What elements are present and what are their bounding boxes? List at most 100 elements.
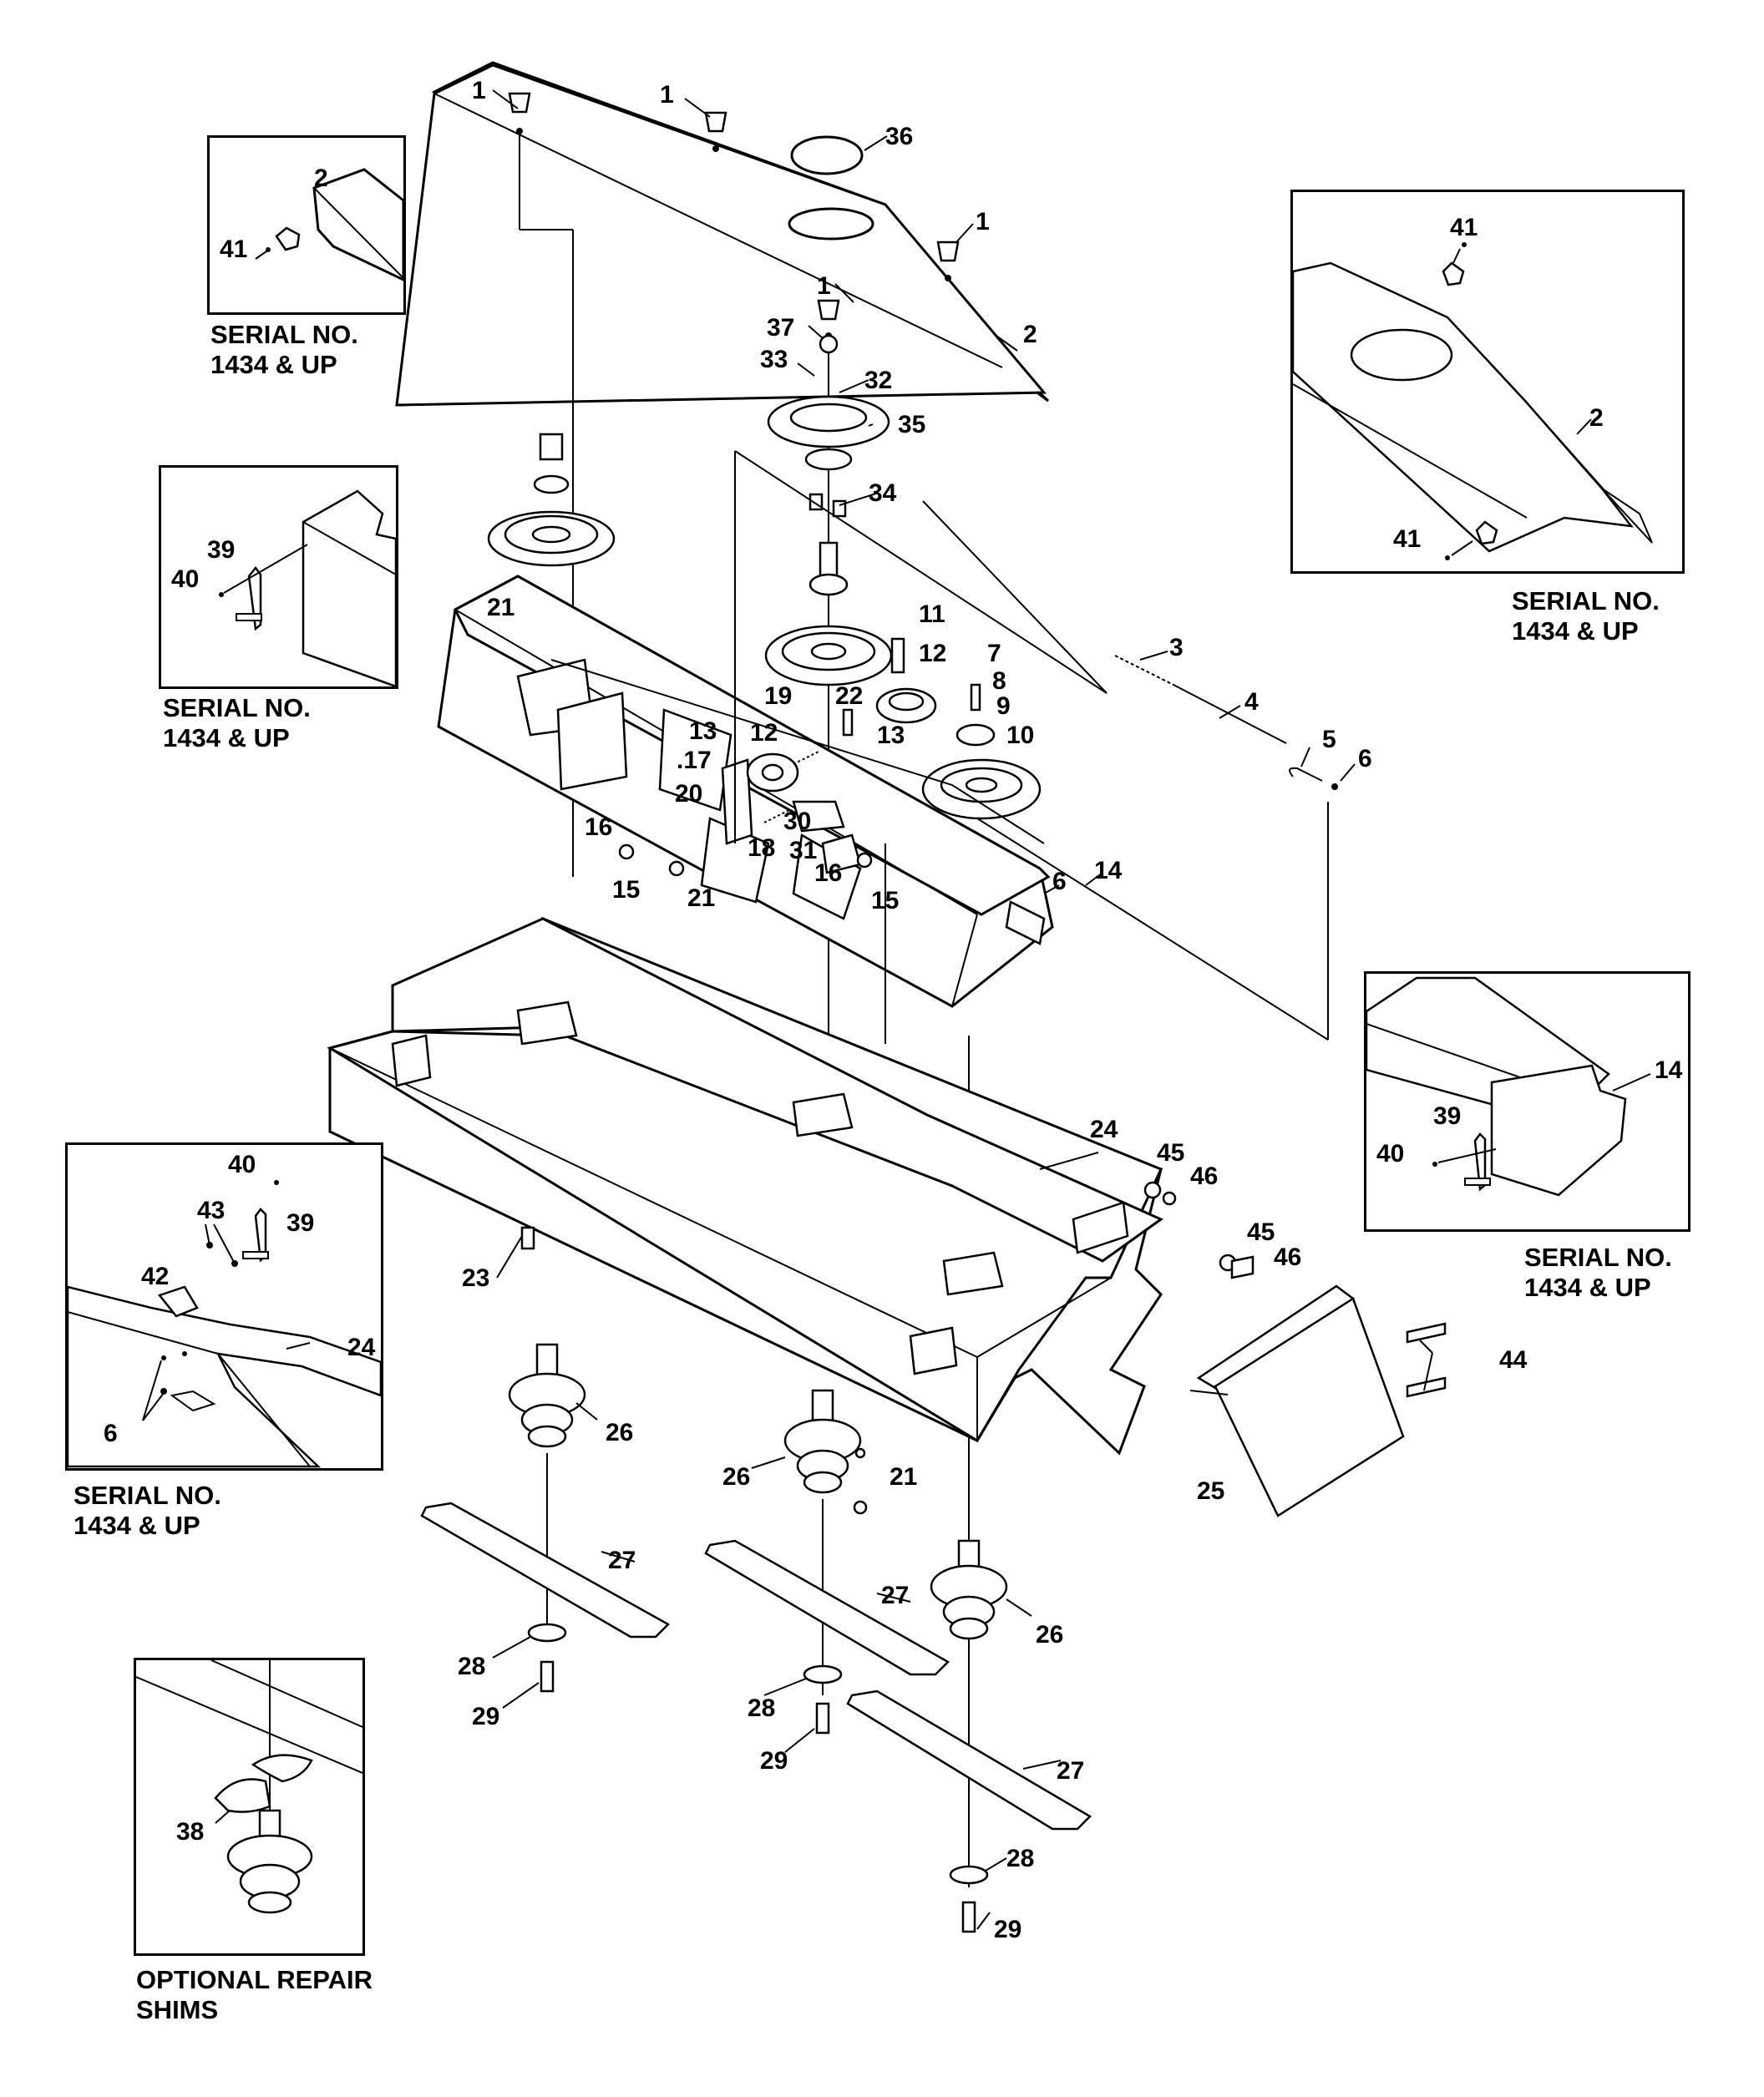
inset-drawing: 2 41 [220,165,405,282]
callout-11: 11 [919,600,945,628]
caption-shims-2: SHIMS [136,1995,219,2024]
callout-5: 5 [1322,726,1336,753]
inset-caption: SERIAL NO. 1434 & UP [1524,1243,1672,1303]
callout-19: 19 [764,682,792,710]
inset-repair-shims: 38 [134,1658,365,1956]
callout-26: 26 [722,1463,750,1491]
callout-22: 22 [835,682,863,710]
spring-and-rod [1114,655,1338,790]
callout-16: 16 [585,813,612,841]
callout-17: .17 [677,747,712,774]
inset-caption: SERIAL NO. 1434 & UP [74,1481,221,1541]
callout-39: 39 [286,1209,314,1237]
callout-44: 44 [1499,1346,1528,1374]
callout-27: 27 [881,1582,909,1609]
inset-drawing: 39 40 [171,489,398,688]
belt-cover [395,61,1050,407]
callout-21: 21 [890,1463,917,1491]
inset-caption: OPTIONAL REPAIR SHIMS [136,1965,373,2025]
callout-12: 12 [750,719,778,747]
callout-6: 6 [1052,868,1067,895]
callout-18: 18 [748,834,775,862]
callout-27: 27 [1057,1757,1084,1785]
callout-1: 1 [976,208,990,236]
callout-1: 1 [472,77,486,104]
callout-2: 2 [1023,321,1037,348]
inset-drawing: 14 39 40 [1365,976,1683,1197]
callout-labels: 1 1 36 1 1 2 37 33 32 35 34 11 12 7 8 9 … [458,77,1528,1943]
callout-41: 41 [1450,214,1478,241]
idler-pulleys [875,637,1042,820]
callout-24: 24 [347,1334,376,1361]
spindle-assemblies [508,1343,1008,1887]
callout-1: 1 [660,81,674,109]
caption-serial: SERIAL NO. [74,1481,221,1510]
callout-12: 12 [919,640,946,667]
inset-caption: SERIAL NO. 1434 & UP [163,693,311,753]
caption-range: 1434 & UP [74,1511,200,1540]
knob-part-1 [508,92,960,339]
idler-bracket [618,708,873,877]
leader-lines [492,89,1433,1930]
callout-35: 35 [898,411,925,438]
callout-4: 4 [1244,688,1259,716]
callout-39: 39 [1433,1102,1461,1130]
main-deck [327,916,1164,1456]
callout-39: 39 [207,536,235,564]
callout-14: 14 [1094,857,1123,884]
caption-range: 1434 & UP [210,350,337,379]
callout-34: 34 [869,479,897,507]
callout-38: 38 [176,1818,204,1846]
callout-46: 46 [1190,1162,1218,1190]
callout-41: 41 [220,236,247,263]
inset-deck-plate-serial: 14 39 40 [1364,971,1690,1232]
callout-42: 42 [141,1263,169,1290]
callout-7: 7 [987,640,1001,667]
cutting-blades [420,1502,1092,1831]
callout-10: 10 [1006,722,1034,749]
callout-36: 36 [885,123,913,150]
callout-2: 2 [1589,404,1604,432]
callout-26: 26 [1036,1621,1063,1649]
callout-27: 27 [608,1547,636,1574]
callout-20: 20 [675,780,702,808]
callout-1: 1 [817,272,831,300]
discharge-deflector [1196,1284,1405,1517]
ring-part-36 [790,135,864,175]
caption-range: 1434 & UP [163,723,290,752]
callout-31: 31 [789,837,817,864]
callout-26: 26 [606,1419,633,1446]
callout-29: 29 [472,1703,499,1730]
callout-2: 2 [314,165,328,192]
caption-range: 1434 & UP [1512,616,1639,646]
deck-hardware [520,1181,1447,1398]
callout-25: 25 [1197,1477,1224,1505]
callout-13: 13 [689,717,717,745]
callout-29: 29 [994,1916,1021,1943]
callout-24: 24 [1090,1116,1118,1143]
callout-15: 15 [612,876,640,904]
callout-28: 28 [458,1653,485,1680]
caption-serial: SERIAL NO. [1512,586,1660,615]
callout-46: 46 [1274,1244,1301,1271]
inset-cover-bracket-serial: 2 41 [207,135,406,315]
inset-caption: SERIAL NO. 1434 & UP [1512,586,1660,646]
inset-caption: SERIAL NO. 1434 & UP [210,320,358,380]
blade-washers-and-bolts [527,1623,989,1933]
caption-range: 1434 & UP [1524,1273,1651,1302]
callout-15: 15 [871,887,899,914]
inset-drawing: 41 2 41 [1291,214,1653,560]
callout-33: 33 [760,346,788,373]
inset-drawing: 40 43 39 42 24 6 [66,1151,383,1468]
center-pulley-stack [764,334,893,1136]
callout-28: 28 [748,1694,775,1722]
inset-deck-bracket-serial: 40 43 39 42 24 6 [65,1142,383,1471]
callout-6: 6 [1358,745,1372,772]
callout-21: 21 [487,594,514,621]
callout-8: 8 [992,667,1006,695]
callout-29: 29 [760,1747,788,1775]
callout-41: 41 [1393,525,1421,553]
callout-16: 16 [814,859,842,887]
callout-28: 28 [1006,1845,1034,1872]
